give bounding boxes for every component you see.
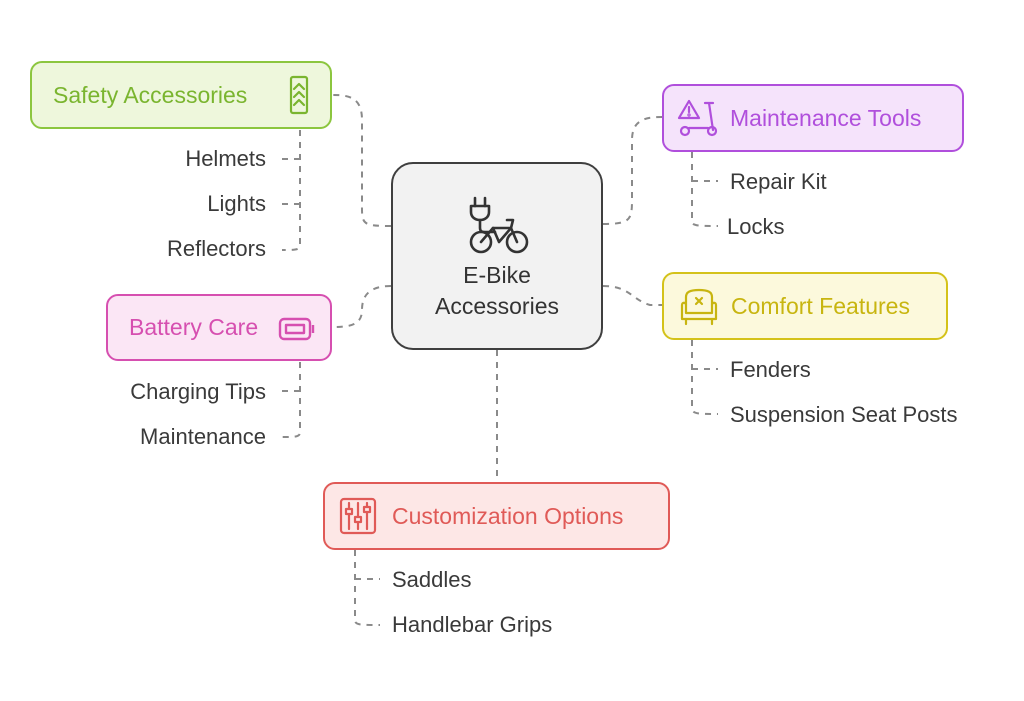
leaf-fenders: Fenders bbox=[730, 357, 811, 382]
leaf-helmets: Helmets bbox=[185, 146, 266, 171]
scooter-warning-icon bbox=[677, 99, 718, 137]
comfort-features-node: Comfort Features bbox=[662, 272, 948, 340]
customization-options-label: Customization Options bbox=[392, 502, 624, 529]
leaf-maintenance: Maintenance bbox=[140, 424, 266, 449]
armchair-icon bbox=[680, 288, 718, 326]
ebike-plug-icon bbox=[469, 196, 529, 254]
sliders-icon bbox=[339, 497, 377, 535]
safety-accessories-label: Safety Accessories bbox=[53, 81, 248, 108]
leaf-locks: Locks bbox=[727, 214, 785, 239]
safety-accessories-node: Safety Accessories bbox=[30, 61, 332, 129]
battery-icon bbox=[278, 317, 315, 341]
leaf-reflectors: Reflectors bbox=[166, 236, 266, 261]
leaf-lights: Lights bbox=[207, 191, 266, 216]
maintenance-tools-label: Maintenance Tools bbox=[730, 104, 922, 131]
battery-care-label: Battery Care bbox=[129, 314, 259, 340]
leaf-charging-tips: Charging Tips bbox=[130, 379, 266, 404]
center-title-line1: E-Bike bbox=[463, 262, 531, 288]
center-node: E-Bike Accessories bbox=[391, 162, 603, 350]
leaf-saddles: Saddles bbox=[392, 567, 472, 592]
leaf-handlebar-grips: Handlebar Grips bbox=[392, 612, 553, 637]
battery-care-node: Battery Care bbox=[106, 294, 332, 361]
customization-options-node: Customization Options bbox=[323, 482, 670, 550]
chevrons-up-icon bbox=[289, 75, 309, 115]
comfort-features-label: Comfort Features bbox=[731, 292, 910, 319]
leaf-suspension-seat-posts: Suspension Seat Posts bbox=[730, 402, 958, 427]
maintenance-tools-node: Maintenance Tools bbox=[662, 84, 964, 152]
center-title-line2: Accessories bbox=[435, 293, 559, 319]
leaf-repair-kit: Repair Kit bbox=[730, 169, 827, 194]
